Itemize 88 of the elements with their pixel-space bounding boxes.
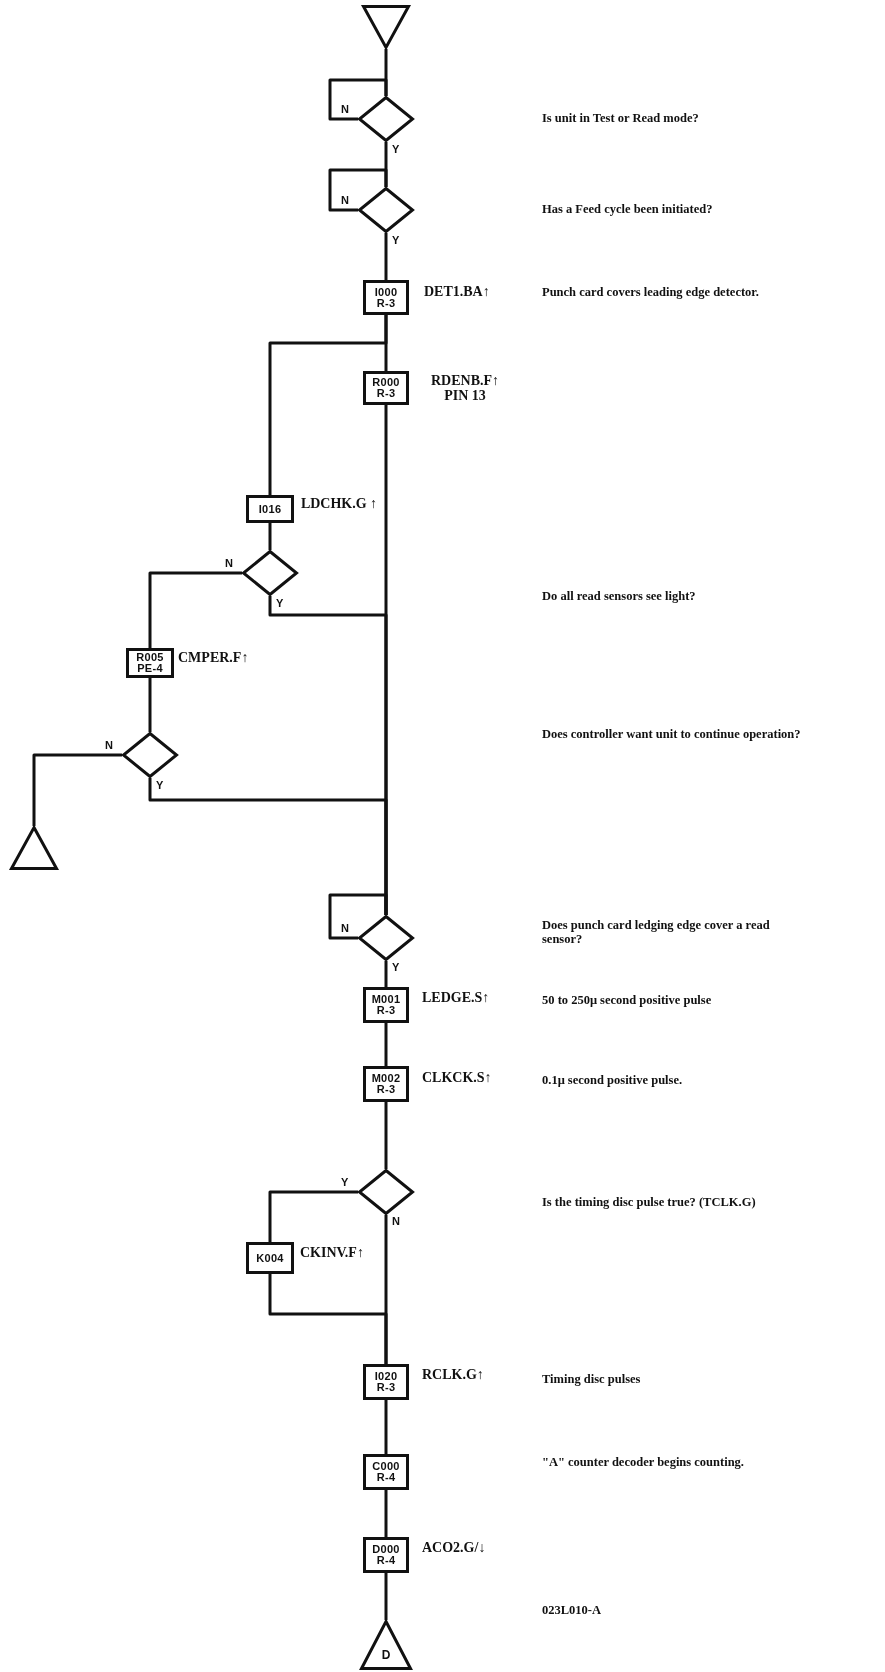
signal-name: RDENB.F↑ PIN 13 bbox=[429, 373, 501, 404]
box-code: D000 bbox=[372, 1544, 400, 1555]
box-code: I016 bbox=[258, 503, 282, 515]
step-description: Is the timing disc pulse true? (TCLK.G) bbox=[542, 1196, 757, 1210]
connector-line bbox=[328, 78, 388, 121]
process-box bbox=[363, 1454, 409, 1490]
decision-diamond bbox=[122, 732, 178, 778]
process-box bbox=[363, 1537, 409, 1573]
connector-line bbox=[328, 893, 388, 940]
step-description: Punch card covers leading edge detector. bbox=[542, 286, 760, 300]
drawing-number: 023L010-A bbox=[542, 1604, 603, 1618]
process-box bbox=[363, 371, 409, 405]
signal-name: DET1.BA↑ bbox=[424, 284, 491, 300]
connector-line bbox=[328, 168, 388, 212]
connector-line bbox=[268, 523, 272, 550]
edge-label: Y bbox=[391, 962, 401, 973]
step-description: Do all read sensors see light? bbox=[542, 590, 697, 604]
connector-line bbox=[384, 1573, 388, 1620]
signal-name: LDCHK.G ↑ bbox=[300, 496, 378, 512]
edge-label: N bbox=[104, 740, 114, 751]
connector-line bbox=[384, 233, 388, 280]
box-code: M001 bbox=[371, 994, 401, 1005]
process-box bbox=[363, 987, 409, 1023]
edge-label: N bbox=[391, 1216, 401, 1227]
connector-triangle bbox=[360, 1620, 412, 1670]
connector-triangle bbox=[10, 826, 58, 870]
decision-diamond bbox=[358, 915, 414, 961]
connector-line bbox=[268, 1274, 388, 1364]
process-box bbox=[246, 495, 294, 523]
box-code: R-4 bbox=[376, 1472, 396, 1483]
box-code: PE-4 bbox=[137, 663, 163, 674]
connector-line bbox=[268, 315, 388, 495]
step-description: Timing disc pulses bbox=[542, 1373, 642, 1387]
box-code: K004 bbox=[256, 1252, 284, 1264]
step-description: "A" counter decoder begins counting. bbox=[542, 1456, 745, 1470]
box-code: R-3 bbox=[376, 1005, 396, 1016]
signal-name: CLKCK.S↑ bbox=[422, 1070, 493, 1086]
step-description: Does punch card ledging edge cover a read sensor? bbox=[542, 919, 771, 947]
signal-name: CMPER.F↑ bbox=[178, 650, 250, 666]
edge-label: Y bbox=[275, 598, 285, 609]
box-code: R000 bbox=[372, 377, 400, 388]
signal-name: RCLK.G↑ bbox=[422, 1367, 485, 1383]
edge-label: Y bbox=[155, 780, 165, 791]
process-box bbox=[246, 1242, 294, 1274]
process-box bbox=[363, 280, 409, 315]
edge-label: Y bbox=[391, 144, 401, 155]
connector-line bbox=[32, 753, 122, 826]
step-description: 0.1μ second positive pulse. bbox=[542, 1074, 684, 1088]
edge-label: N bbox=[340, 195, 350, 206]
connector-line bbox=[384, 961, 388, 987]
decision-diamond bbox=[358, 187, 414, 233]
process-box bbox=[363, 1066, 409, 1102]
connector-line bbox=[384, 1490, 388, 1537]
box-code: R-3 bbox=[376, 1084, 396, 1095]
connector-line bbox=[148, 678, 152, 732]
step-description: 50 to 250μ second positive pulse bbox=[542, 994, 713, 1008]
connector-letter: D bbox=[381, 1648, 391, 1662]
edge-label: N bbox=[224, 558, 234, 569]
connector-line bbox=[384, 1400, 388, 1454]
decision-diamond bbox=[358, 1169, 414, 1215]
step-description: Has a Feed cycle been initiated? bbox=[542, 203, 714, 217]
connector-line bbox=[384, 1102, 388, 1169]
step-description: Does controller want unit to continue operation? bbox=[542, 728, 802, 742]
box-code: I020 bbox=[374, 1371, 398, 1382]
step-description: Is unit in Test or Read mode? bbox=[542, 112, 700, 126]
edge-label: Y bbox=[391, 235, 401, 246]
signal-name: LEDGE.S↑ bbox=[422, 990, 491, 1006]
box-code: M002 bbox=[371, 1073, 401, 1084]
box-code: R-3 bbox=[376, 297, 396, 309]
connector-line bbox=[384, 1023, 388, 1066]
signal-name: ACO2.G/↓ bbox=[422, 1540, 487, 1556]
connector-line bbox=[268, 1190, 358, 1242]
process-box bbox=[363, 1364, 409, 1400]
box-code: R-4 bbox=[376, 1555, 396, 1566]
connector-line bbox=[148, 571, 242, 648]
decision-diamond bbox=[242, 550, 298, 596]
box-code: R005 bbox=[136, 652, 164, 663]
connector-triangle bbox=[362, 5, 410, 49]
box-code: R-3 bbox=[376, 1382, 396, 1393]
box-code: I000 bbox=[374, 286, 398, 298]
process-box bbox=[126, 648, 174, 678]
decision-diamond bbox=[358, 96, 414, 142]
edge-label: Y bbox=[340, 1177, 350, 1188]
box-code: C000 bbox=[372, 1461, 400, 1472]
edge-label: N bbox=[340, 923, 350, 934]
box-code: R-3 bbox=[376, 388, 396, 399]
edge-label: N bbox=[340, 104, 350, 115]
signal-name: CKINV.F↑ bbox=[300, 1245, 365, 1261]
